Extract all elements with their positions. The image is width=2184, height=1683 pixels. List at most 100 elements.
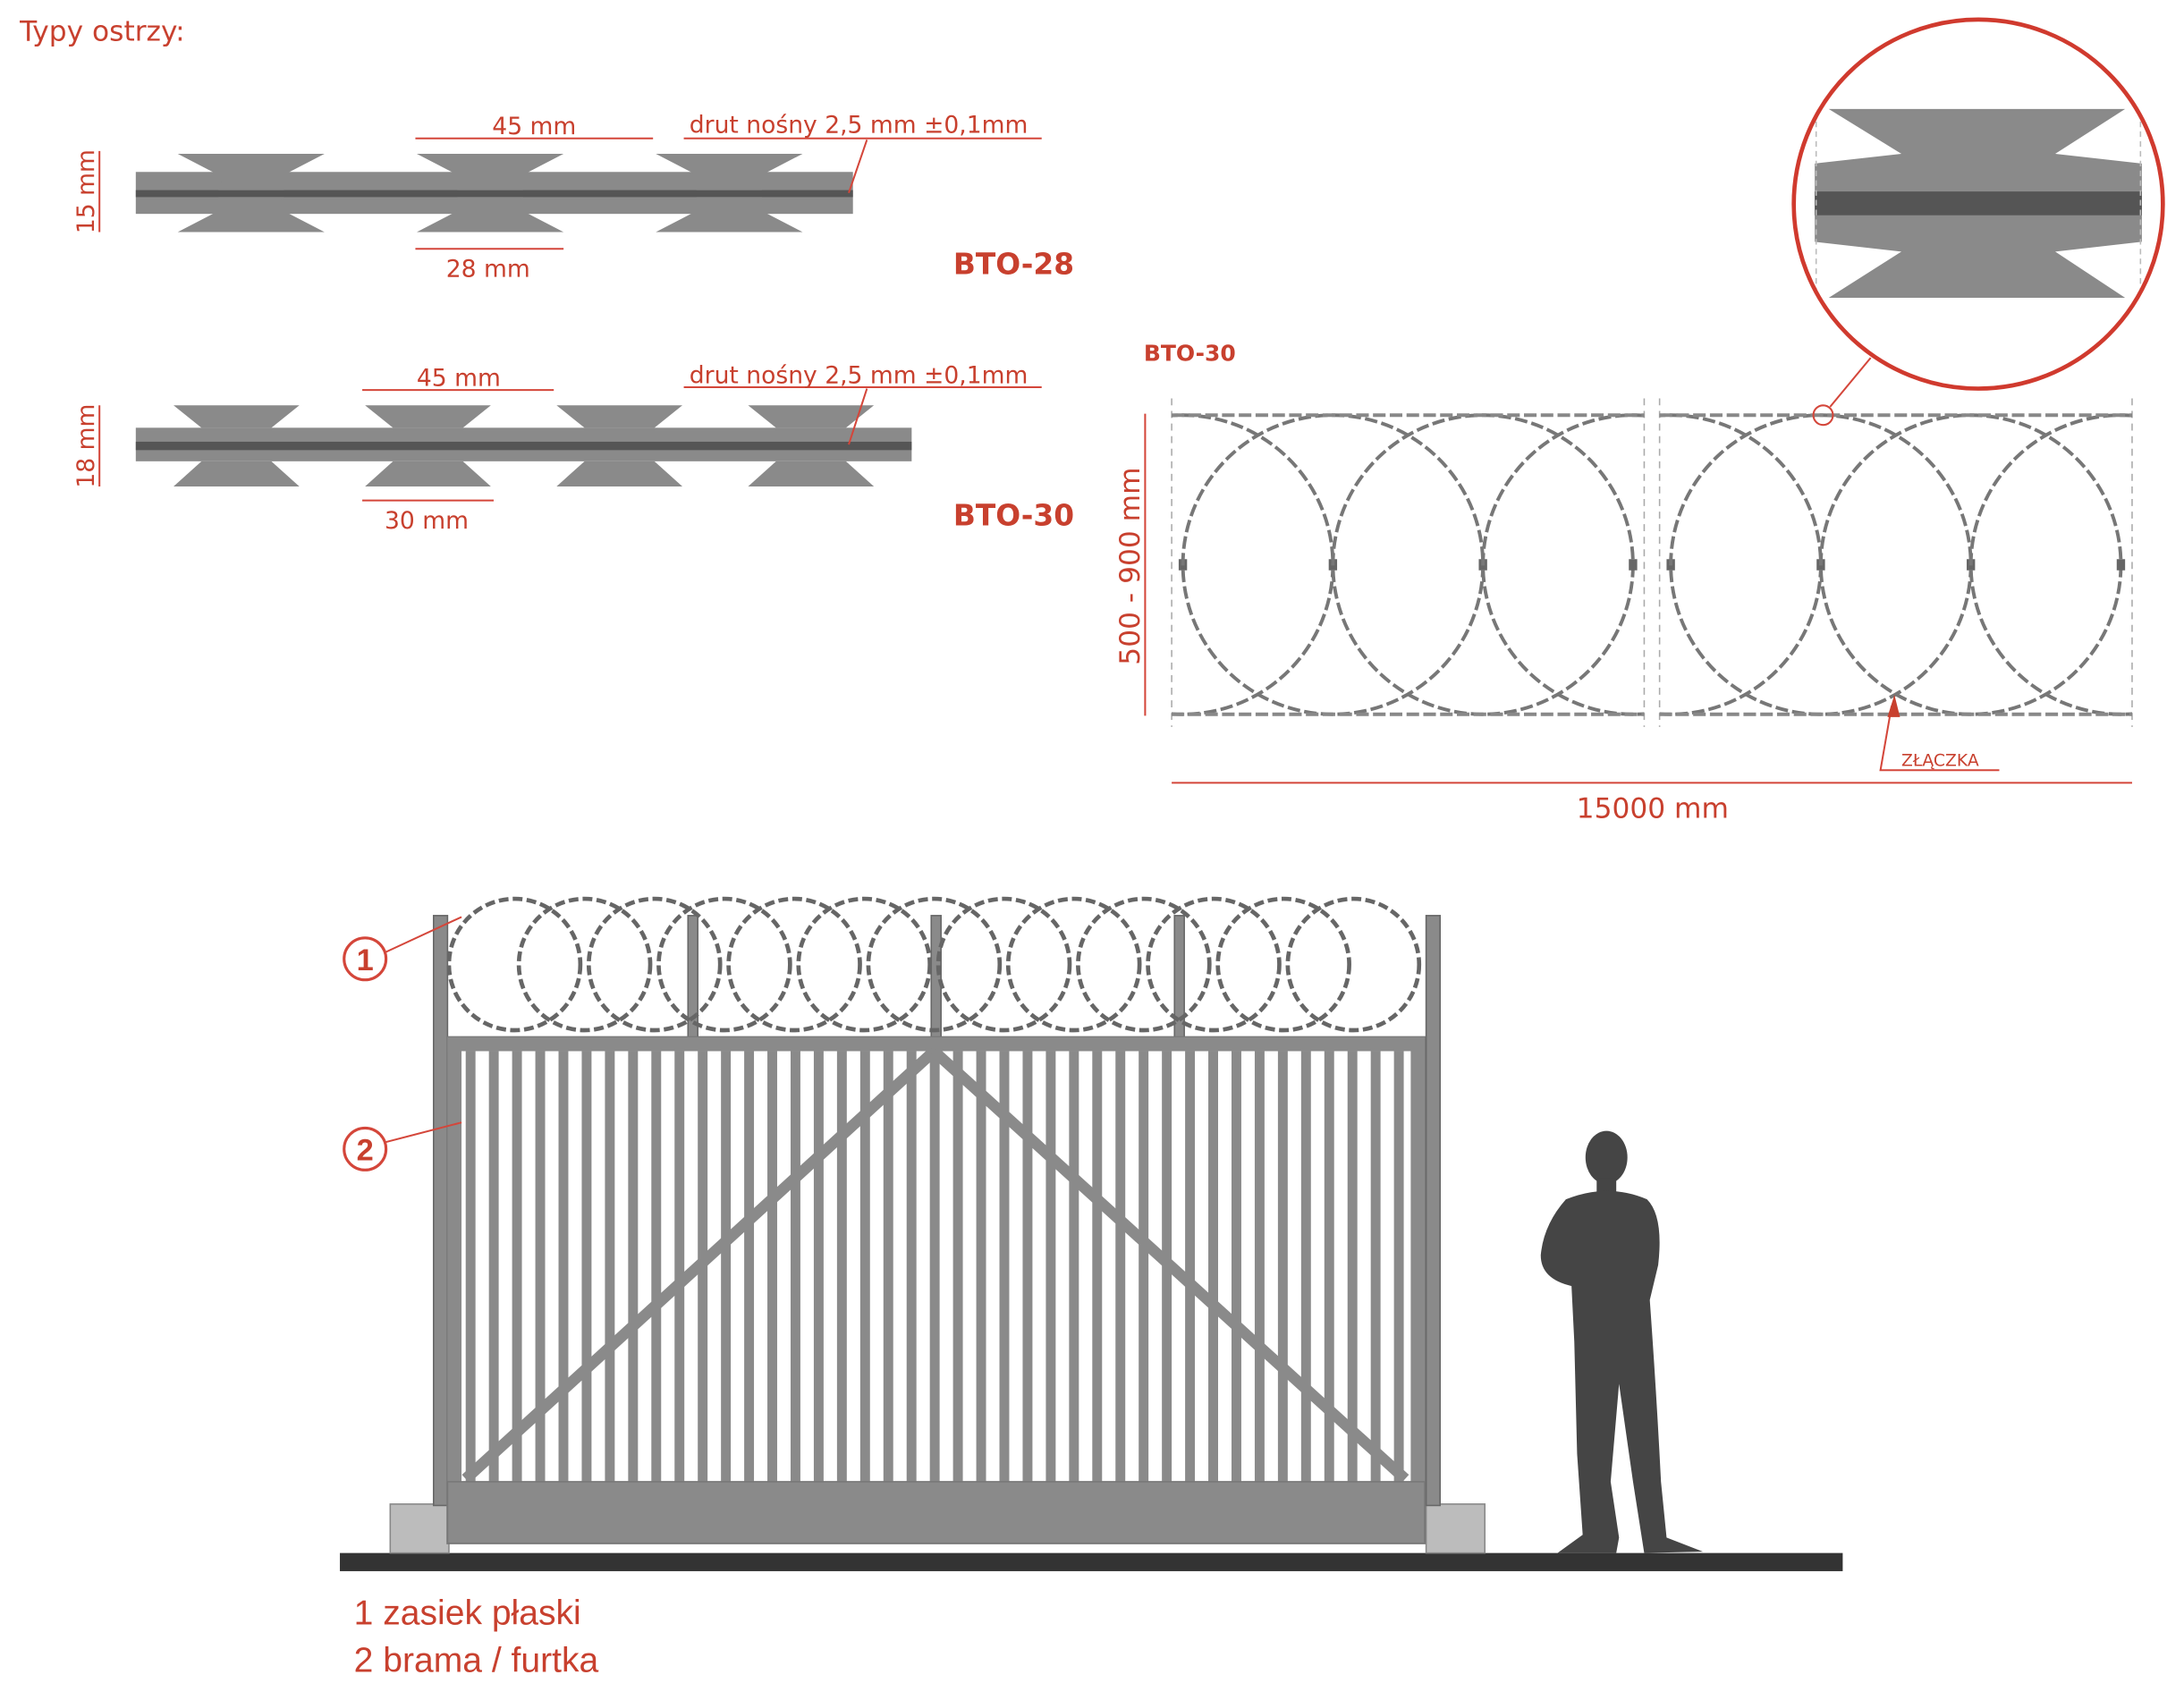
gate-bar xyxy=(1300,1051,1311,1485)
blade xyxy=(417,197,564,233)
coil-loop xyxy=(516,896,653,1033)
coil-height-label: 500 - 900 mm xyxy=(1114,467,1147,664)
coil-loop xyxy=(1285,896,1422,1033)
gate-bar xyxy=(906,1051,917,1485)
bto30-height-label: 18 mm xyxy=(72,404,100,488)
gate-bar xyxy=(744,1051,755,1485)
callout-1: 1 xyxy=(343,916,462,982)
gate-bar xyxy=(1231,1051,1241,1485)
gate-bar xyxy=(859,1051,870,1485)
gate-bar xyxy=(952,1051,963,1485)
bto30-annotations: 18 mm 45 mm drut nośny 2,5 mm ±0,1mm 30 … xyxy=(72,361,1074,535)
coil-loop xyxy=(1076,896,1212,1033)
gate-bar xyxy=(790,1051,800,1485)
person-silhouette xyxy=(1540,1130,1704,1553)
callout-1-number: 1 xyxy=(357,943,374,977)
coil-panel xyxy=(1171,398,1646,727)
blade xyxy=(174,405,300,428)
legend-item-1: 1 zasiek płaski xyxy=(354,1594,581,1632)
gate-bar xyxy=(976,1051,986,1485)
coil-loop xyxy=(1215,896,1351,1033)
blade xyxy=(417,153,564,190)
bto28-wire-label: drut nośny 2,5 mm ±0,1mm xyxy=(690,111,1029,139)
bto28-pitch-label: 45 mm xyxy=(492,113,576,140)
gate-bar xyxy=(1393,1051,1404,1485)
gate-bar xyxy=(488,1051,499,1485)
connector-callout: ZŁĄCZKA xyxy=(1879,694,2000,772)
blade xyxy=(748,405,875,428)
blade xyxy=(365,461,491,486)
coil-panels xyxy=(1171,398,2133,727)
gate-bar xyxy=(558,1051,569,1485)
coil-clip xyxy=(2116,559,2126,571)
left-post xyxy=(432,915,449,1507)
blade xyxy=(556,461,683,486)
coil-loop xyxy=(446,896,583,1033)
gate-bar xyxy=(628,1051,639,1485)
gate-bar xyxy=(929,1051,940,1485)
gate-bar xyxy=(1139,1051,1149,1485)
blade xyxy=(177,153,325,190)
gate-bar xyxy=(1045,1051,1056,1485)
gate-bar xyxy=(1092,1051,1103,1485)
bto28-height-label: 15 mm xyxy=(72,149,100,233)
gate-bar xyxy=(999,1051,1010,1485)
ground-line xyxy=(340,1552,1843,1571)
blade xyxy=(748,461,875,486)
bto30-pitch-label: 45 mm xyxy=(417,364,501,392)
blade xyxy=(556,405,683,428)
callout-2-number: 2 xyxy=(357,1133,374,1167)
bto28-strip xyxy=(135,153,853,233)
coil-loop xyxy=(586,896,723,1033)
bto30-wire-label: drut nośny 2,5 mm ±0,1mm xyxy=(690,361,1029,389)
heading: Typy ostrzy: xyxy=(19,15,185,47)
gate-bar xyxy=(1069,1051,1079,1485)
bto30-blade-label: 30 mm xyxy=(385,507,469,535)
top-razor-coil xyxy=(446,896,1422,1033)
connector-label: ZŁĄCZKA xyxy=(1901,752,1979,771)
gate-illustration xyxy=(340,896,1843,1571)
gate-bar xyxy=(465,1051,476,1485)
coil-loop xyxy=(656,896,792,1033)
gate-bar xyxy=(813,1051,824,1485)
gate-bar xyxy=(883,1051,893,1485)
callout-2: 2 xyxy=(343,1121,462,1171)
bto30-name: BTO-30 xyxy=(953,499,1074,533)
detail-magnifier xyxy=(1791,17,2165,427)
blade xyxy=(656,153,803,190)
bto28-name: BTO-28 xyxy=(953,247,1074,281)
gate-bar xyxy=(1115,1051,1126,1485)
gate-bar xyxy=(767,1051,777,1485)
gate-bar xyxy=(721,1051,732,1485)
gate-bar xyxy=(581,1051,592,1485)
coil-loop xyxy=(1146,896,1282,1033)
coil-clip xyxy=(1629,559,1638,571)
coil-loop xyxy=(1005,896,1142,1033)
gate-bar xyxy=(1208,1051,1218,1485)
gate-bar xyxy=(1022,1051,1033,1485)
gate-bar xyxy=(651,1051,662,1485)
coil-length-label: 15000 mm xyxy=(1577,792,1729,825)
blade xyxy=(365,405,491,428)
coil-loop xyxy=(935,896,1072,1033)
gate-bar xyxy=(1347,1051,1358,1485)
gate-bar xyxy=(1370,1051,1381,1485)
bto30-strip xyxy=(135,405,912,486)
coil-loop xyxy=(866,896,1003,1033)
legend-item-2: 2 brama / furtka xyxy=(354,1641,599,1679)
bto28-annotations: 15 mm 45 mm drut nośny 2,5 mm ±0,1mm 28 … xyxy=(72,111,1074,283)
coil-loop xyxy=(796,896,933,1033)
coil-title: BTO-30 xyxy=(1144,340,1236,366)
gate-bar xyxy=(1185,1051,1196,1485)
blade xyxy=(174,461,300,486)
blade xyxy=(177,197,325,233)
gate-bar xyxy=(674,1051,685,1485)
bto28-blade-label: 28 mm xyxy=(446,255,530,283)
gate-bar xyxy=(836,1051,847,1485)
blade xyxy=(656,197,803,233)
gate-bar xyxy=(535,1051,546,1485)
gate-bar xyxy=(1254,1051,1265,1485)
gate-bar xyxy=(605,1051,615,1485)
coil-panel xyxy=(1658,398,2133,727)
